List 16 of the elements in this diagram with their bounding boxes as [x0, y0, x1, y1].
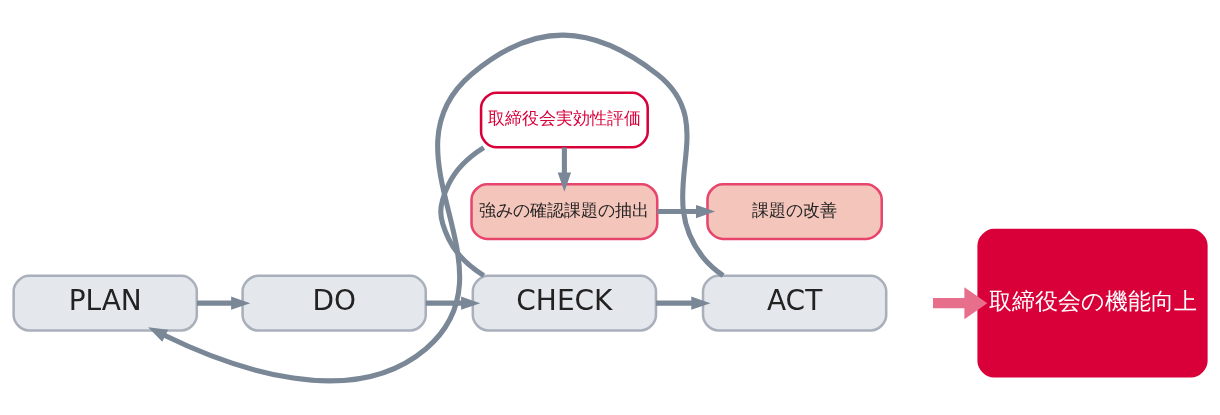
node-box: PLAN	[12, 274, 199, 332]
node-box: DO	[241, 274, 427, 332]
node-box: 取締役会実効性評価	[479, 90, 649, 149]
arrow	[425, 295, 481, 310]
connector	[438, 144, 486, 278]
arrow	[557, 147, 572, 192]
node-box: ACT	[701, 274, 888, 332]
node-box: 課題の改善	[706, 182, 883, 240]
arrow	[655, 295, 711, 310]
arrow	[148, 32, 725, 383]
node-box: CHECK	[471, 274, 658, 332]
arrow	[196, 295, 251, 310]
node-box: 取締役会の機能向上	[977, 228, 1208, 378]
arrow	[933, 286, 988, 319]
arrow	[657, 204, 716, 218]
node-box: 強みの確認課題の抽出	[470, 182, 659, 240]
